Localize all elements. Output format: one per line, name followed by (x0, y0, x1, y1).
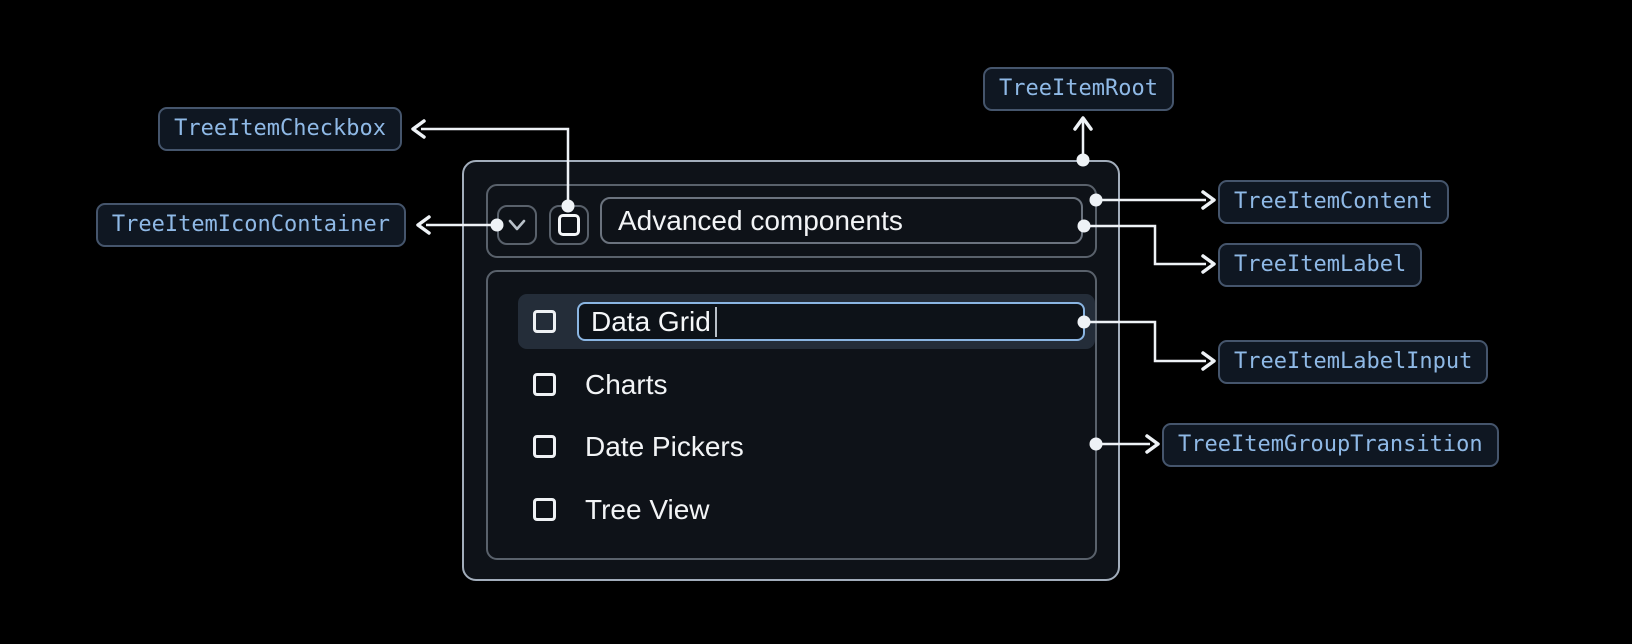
tree-item-label[interactable]: Advanced components (600, 197, 1083, 244)
tree-item-root (462, 160, 1120, 581)
tree-item-icon-container[interactable] (497, 205, 537, 245)
annotation-pill-tree-item-label: TreeItemLabel (1218, 243, 1423, 287)
arrow-up-icon (1073, 116, 1093, 131)
tree-item-label-input[interactable]: Data Grid (577, 302, 1085, 341)
checkbox-icon[interactable] (533, 310, 556, 333)
arrow-right-icon (1201, 190, 1216, 210)
text-cursor (714, 306, 717, 337)
tree-item-label-text: Advanced components (618, 204, 903, 236)
tree-item-checkbox[interactable] (549, 205, 589, 245)
checkbox-icon[interactable] (533, 373, 556, 396)
checkbox-icon[interactable] (533, 498, 556, 521)
arrow-left-icon (416, 215, 431, 235)
tree-row-label: Tree View (585, 493, 710, 525)
arrow-left-icon (411, 119, 426, 139)
tree-row-label: Date Pickers (585, 430, 744, 462)
tree-item-group-transition (486, 270, 1097, 560)
checkbox-icon[interactable] (533, 435, 556, 458)
annotation-pill-tree-item-group-transition: TreeItemGroupTransition (1162, 423, 1499, 467)
chevron-down-icon (508, 219, 526, 231)
annotation-pill-tree-item-icon-container: TreeItemIconContainer (95, 203, 406, 247)
tree-item-content[interactable] (486, 184, 1097, 258)
checkbox-unchecked-icon (558, 214, 580, 236)
tree-row-date-pickers[interactable]: Date Pickers (518, 419, 1095, 474)
arrow-right-icon (1201, 351, 1216, 371)
annotation-pill-tree-item-checkbox: TreeItemCheckbox (158, 107, 402, 151)
tree-row-tree-view[interactable]: Tree View (518, 482, 1095, 537)
arrow-right-icon (1145, 434, 1160, 454)
annotation-pill-tree-item-root: TreeItemRoot (983, 67, 1174, 111)
annotation-pill-tree-item-label-input: TreeItemLabelInput (1218, 340, 1489, 384)
arrow-right-icon (1201, 254, 1216, 274)
tree-row-label: Charts (585, 368, 668, 400)
annotation-pill-tree-item-content: TreeItemContent (1218, 180, 1449, 224)
label-input-value: Data Grid (591, 305, 711, 337)
tree-row-charts[interactable]: Charts (518, 357, 1095, 412)
